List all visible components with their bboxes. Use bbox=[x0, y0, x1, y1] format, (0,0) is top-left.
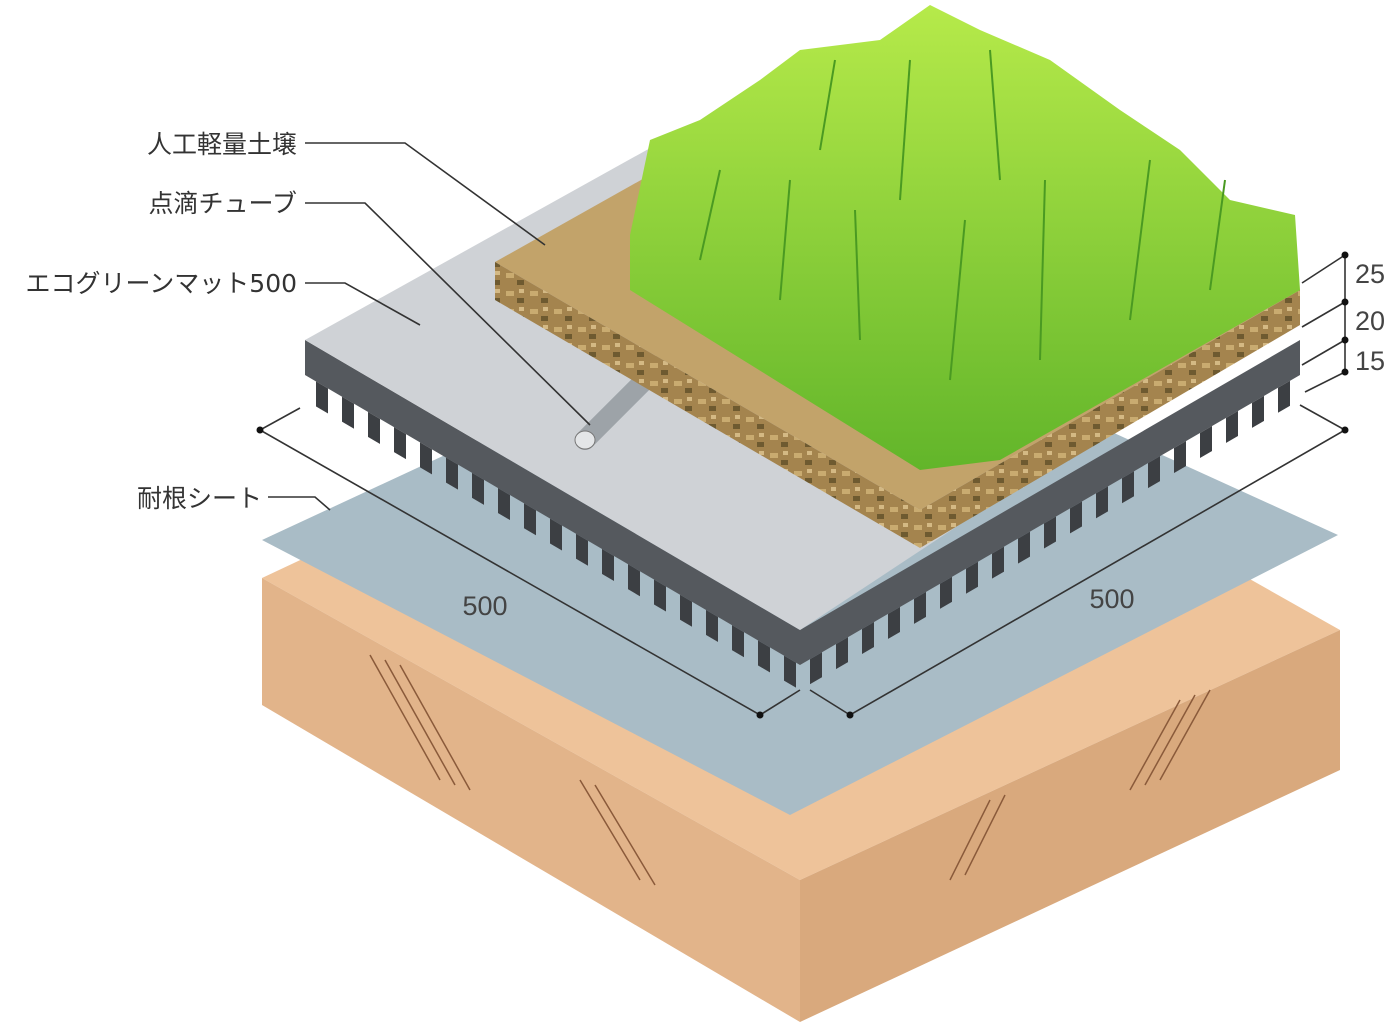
label-drip-tube: 点滴チューブ bbox=[148, 189, 297, 218]
dim-width-right: 500 bbox=[1089, 584, 1134, 614]
dim-width-left: 500 bbox=[462, 591, 507, 621]
label-mat: エコグリーンマット500 bbox=[26, 269, 297, 298]
grass bbox=[630, 5, 1300, 470]
dim-layer-25: 25 bbox=[1355, 259, 1385, 289]
label-root-sheet: 耐根シート bbox=[137, 484, 262, 513]
label-soil: 人工軽量土壌 bbox=[147, 130, 297, 159]
dim-layer-15: 15 bbox=[1355, 346, 1385, 376]
leader-lines bbox=[268, 142, 591, 511]
dim-layer-20: 20 bbox=[1355, 306, 1385, 336]
dimension-lines bbox=[256, 251, 1349, 719]
